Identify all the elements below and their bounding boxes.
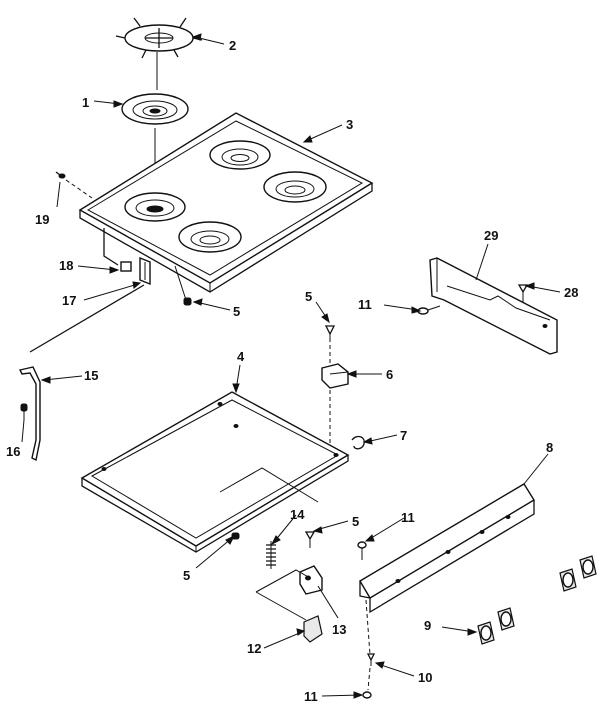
burner-grate[interactable] <box>115 17 203 59</box>
control-rod-15[interactable] <box>18 284 145 462</box>
rear-panel-29[interactable] <box>429 257 558 355</box>
screw-10[interactable] <box>366 653 376 666</box>
screw-5-valve[interactable] <box>304 531 316 548</box>
knob-9-c[interactable] <box>559 568 577 592</box>
knob-9-b[interactable] <box>497 607 515 631</box>
callout-5-center: 5 <box>305 289 312 304</box>
callout-labels: 1 2 3 4 5 5 5 5 6 7 8 9 10 11 11 11 12 1… <box>6 38 578 704</box>
callout-14: 14 <box>290 507 305 522</box>
knob-9-d[interactable] <box>579 555 597 579</box>
callout-15: 15 <box>84 368 98 383</box>
callout-5-valve: 5 <box>352 514 359 529</box>
callout-28: 28 <box>564 285 578 300</box>
callout-6: 6 <box>386 367 393 382</box>
callout-4: 4 <box>237 349 245 364</box>
callout-5-top: 5 <box>233 304 240 319</box>
callout-12: 12 <box>247 641 261 656</box>
knob-12[interactable] <box>303 615 323 643</box>
bracket-6[interactable] <box>321 363 349 389</box>
screw-28[interactable] <box>517 284 529 303</box>
alignment-line <box>365 599 371 656</box>
callout-3: 3 <box>346 117 353 132</box>
screw-5-center[interactable] <box>324 325 336 342</box>
callout-11-rear: 11 <box>358 297 372 312</box>
callout-10: 10 <box>418 670 432 685</box>
callout-29: 29 <box>484 228 498 243</box>
screw-19[interactable] <box>55 171 93 199</box>
burner-well-right-front <box>178 221 242 253</box>
callout-11-panel: 11 <box>401 510 415 525</box>
burner-bowl[interactable] <box>121 93 189 125</box>
control-panel-8[interactable] <box>359 483 535 614</box>
burner-box-4[interactable] <box>80 391 350 553</box>
callout-2: 2 <box>229 38 236 53</box>
callout-1: 1 <box>82 95 89 110</box>
bracket-18[interactable] <box>103 228 132 272</box>
burner-well-right-rear <box>263 171 327 203</box>
leader-line <box>255 569 311 621</box>
knob-9-a[interactable] <box>477 621 495 645</box>
burner-well-left-rear <box>209 140 271 170</box>
callout-18: 18 <box>59 258 73 273</box>
cooktop[interactable] <box>78 112 374 293</box>
alignment-line <box>367 667 371 691</box>
callout-16: 16 <box>6 444 20 459</box>
screw-11-panel[interactable] <box>357 541 367 560</box>
callout-8: 8 <box>546 440 553 455</box>
leader-lines <box>21 33 561 699</box>
clip-7[interactable] <box>351 435 365 450</box>
callout-5-lower-left: 5 <box>183 568 190 583</box>
bracket-17[interactable] <box>139 256 151 286</box>
callout-17: 17 <box>62 293 76 308</box>
screw-16[interactable] <box>20 403 28 420</box>
screw-11-rear[interactable] <box>417 305 441 315</box>
callout-9: 9 <box>424 618 431 633</box>
spring-14[interactable] <box>266 541 276 569</box>
callout-19: 19 <box>35 212 49 227</box>
burner-well-left-front <box>124 192 186 222</box>
bracket-13[interactable] <box>299 565 323 595</box>
screw-11-bottom[interactable] <box>362 691 372 699</box>
callout-13: 13 <box>332 622 346 637</box>
callout-7: 7 <box>400 428 407 443</box>
callout-11-bottom: 11 <box>304 689 318 704</box>
screw-5-top[interactable] <box>174 265 192 306</box>
